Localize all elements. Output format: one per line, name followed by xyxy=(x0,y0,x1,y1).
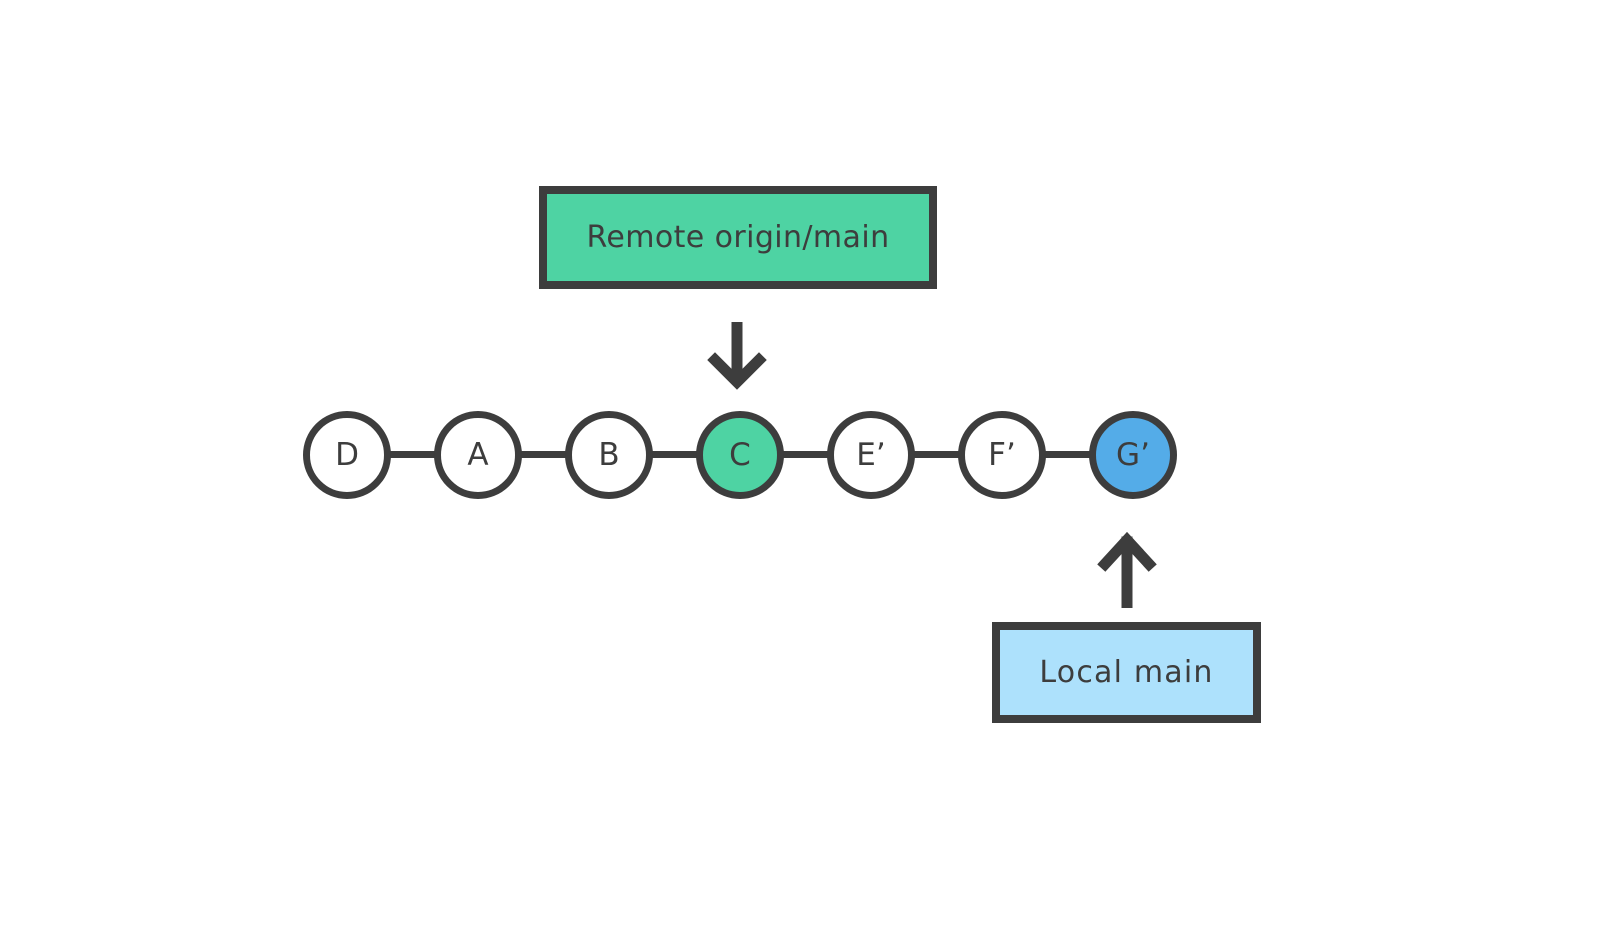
commit-node-f-prime[interactable]: F’ xyxy=(958,411,1046,499)
commit-node-a[interactable]: A xyxy=(434,411,522,499)
commit-connector xyxy=(387,451,437,458)
commit-connector xyxy=(1042,451,1092,458)
local-branch-label-box: Local main xyxy=(992,622,1261,723)
commit-node-g-prime[interactable]: G’ xyxy=(1089,411,1177,499)
commit-connector xyxy=(911,451,961,458)
commit-node-label: B xyxy=(598,436,620,473)
remote-pointer-arrow-down-icon xyxy=(705,318,769,396)
commit-node-e-prime[interactable]: E’ xyxy=(827,411,915,499)
commit-chain: D A B C E’ F’ G’ xyxy=(303,411,1177,499)
commit-node-b[interactable]: B xyxy=(565,411,653,499)
remote-branch-label-box: Remote origin/main xyxy=(539,186,937,289)
commit-node-label: G’ xyxy=(1116,436,1150,473)
commit-node-label: D xyxy=(335,436,359,473)
commit-node-label: C xyxy=(729,436,751,473)
commit-node-c[interactable]: C xyxy=(696,411,784,499)
commit-connector xyxy=(649,451,699,458)
local-branch-label-text: Local main xyxy=(1039,654,1214,690)
remote-branch-label-text: Remote origin/main xyxy=(586,219,890,255)
commit-connector xyxy=(780,451,830,458)
local-pointer-arrow-up-icon xyxy=(1095,528,1159,612)
commit-node-label: F’ xyxy=(988,436,1016,473)
commit-node-d[interactable]: D xyxy=(303,411,391,499)
commit-node-label: A xyxy=(467,436,489,473)
commit-connector xyxy=(518,451,568,458)
commit-node-label: E’ xyxy=(856,436,886,473)
